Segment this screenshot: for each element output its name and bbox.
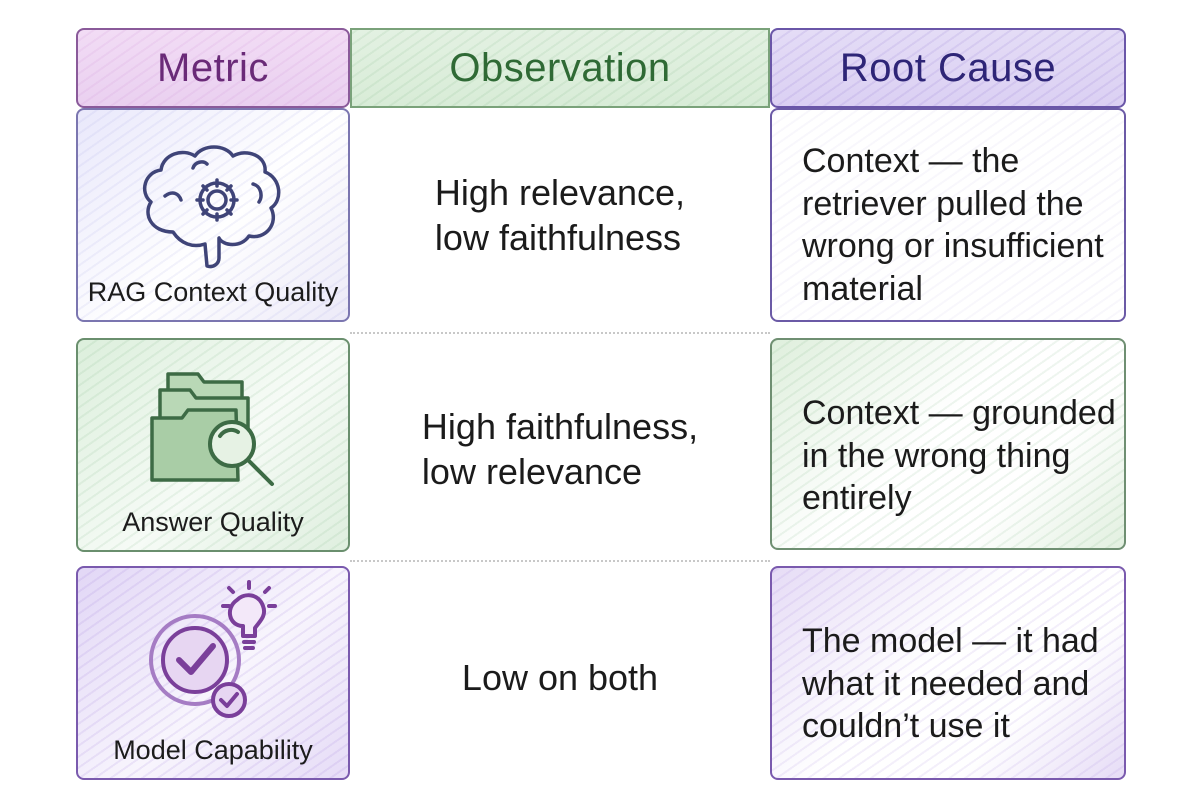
observation-cell-row2: High faithfulness, low relevance [350,384,770,514]
metric-label: RAG Context Quality [87,277,339,307]
root-cause-text: Context — grounded in the wrong thing en… [802,394,1116,517]
row-separator [350,332,770,334]
root-cause-cell-row1: Context — the retriever pulled the wrong… [770,108,1126,322]
root-cause-column-header: Root Cause [770,28,1126,108]
observation-cell-row1: High relevance, low faithfulness [350,150,770,280]
observation-text-line2: low faithfulness [434,217,682,258]
observation-text-line1: Low on both [461,656,659,698]
root-cause-text: Context — the retriever pulled the wrong… [802,142,1104,308]
target-check-lightbulb-icon [149,580,277,718]
metric-label: Model Capability [113,735,313,765]
observation-cell-row3: Low on both [350,612,770,742]
metric-cell-model-capability: Model Capability [76,566,350,780]
observation-text-line1: High faithfulness, [421,406,699,447]
root-cause-cell-row2: Context — grounded in the wrong thing en… [770,338,1126,550]
observation-text-line2: low relevance [421,451,643,492]
observation-text-line1: High relevance, [434,172,686,213]
metric-cell-rag-context-quality: RAG Context Quality [76,108,350,322]
metric-cell-answer-quality: Answer Quality [76,338,350,552]
folder-magnifier-icon [150,372,274,486]
metric-label: Answer Quality [122,507,304,537]
root-cause-cell-row3: The model — it had what it needed and co… [770,566,1126,780]
metric-column-header: Metric [76,28,350,108]
root-cause-text: The model — it had what it needed and co… [802,622,1099,745]
brain-gear-icon [142,145,281,269]
observation-column-header: Observation [350,28,770,108]
row-separator [350,560,770,562]
